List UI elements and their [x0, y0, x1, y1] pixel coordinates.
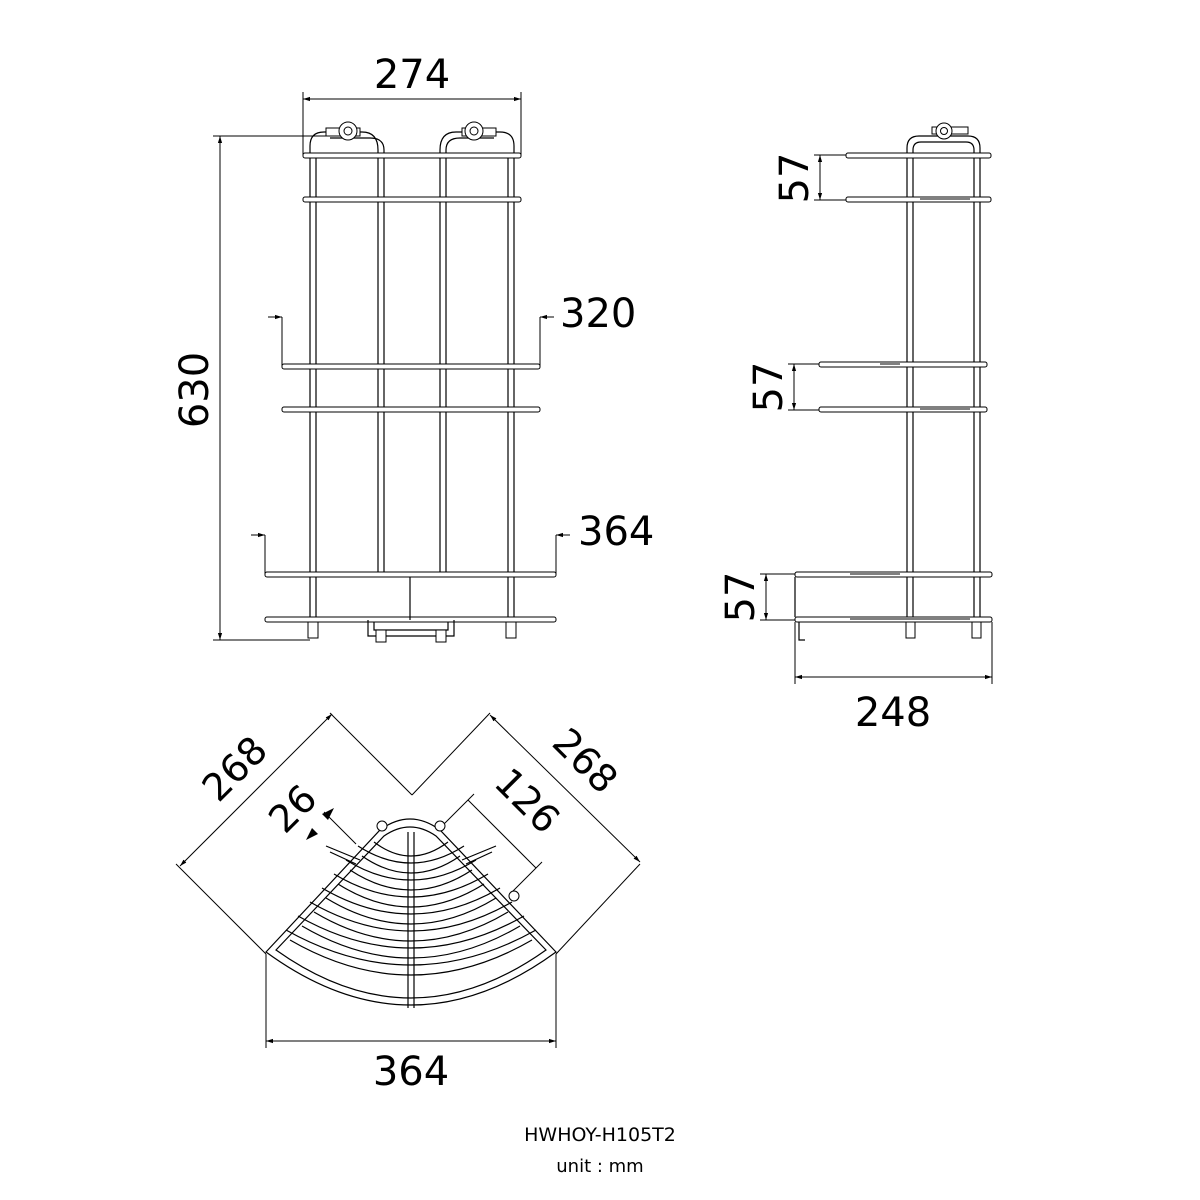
unit-label: unit : mm: [556, 1156, 644, 1177]
top-view: 268 268 26 126: [175, 712, 641, 1095]
top-width-dimension: 364: [265, 954, 557, 1095]
side-gap-mid-dimension: 57: [746, 362, 819, 413]
top-side-left-label: 268: [194, 728, 276, 810]
wall-mount-left-icon: [325, 121, 361, 141]
top-side-right-dimension: 268: [411, 712, 641, 955]
front-shelf-4: [281, 406, 541, 413]
side-frame: [794, 122, 993, 641]
side-gap-mid-label: 57: [746, 362, 792, 413]
top-width-label: 364: [373, 1049, 449, 1095]
front-foot-3: [375, 629, 387, 643]
front-view: 274 630 320 364: [172, 52, 654, 643]
anchor-right-icon: [434, 820, 520, 902]
top-mount-dimension: 126: [441, 760, 568, 895]
side-view: 57 57 57 248: [718, 122, 993, 736]
front-foot-2: [505, 621, 517, 639]
side-wall-mount-icon: [931, 122, 969, 140]
side-depth-dimension: 248: [794, 622, 993, 736]
top-side-right-label: 268: [544, 720, 626, 802]
front-width-mid-dimension: 320: [268, 291, 636, 366]
front-shelf-3: [281, 363, 541, 370]
side-foot-1: [905, 621, 916, 639]
side-foot-2: [971, 621, 982, 639]
side-gap-bottom-label: 57: [718, 572, 764, 623]
front-width-bottom-label: 364: [578, 509, 654, 555]
front-width-mid-label: 320: [560, 291, 636, 337]
side-depth-label: 248: [855, 690, 931, 736]
side-shelf-3: [818, 361, 988, 368]
front-foot-4: [435, 629, 447, 643]
front-shelf-1: [302, 152, 522, 159]
anchor-left-icon: [325, 820, 388, 865]
front-foot-1: [307, 621, 319, 639]
side-gap-bottom-dimension: 57: [718, 572, 795, 623]
side-gap-top-dimension: 57: [772, 153, 846, 204]
front-shelf-2: [302, 196, 522, 203]
corner-basket: [265, 818, 557, 1008]
front-width-top-dimension: 274: [302, 52, 522, 155]
top-offset-dimension: 26: [260, 776, 357, 845]
wall-mount-right-icon: [461, 121, 497, 141]
front-height-dimension: 630: [172, 135, 338, 641]
model-number: HWHOY-H105T2: [524, 1124, 676, 1146]
front-shelf-5: [264, 571, 557, 578]
side-gap-top-label: 57: [772, 153, 818, 204]
front-frame: [264, 121, 557, 643]
front-height-label: 630: [172, 352, 218, 428]
side-shelf-1: [845, 152, 992, 159]
front-width-top-label: 274: [374, 52, 450, 98]
front-width-bottom-dimension: 364: [251, 509, 654, 575]
